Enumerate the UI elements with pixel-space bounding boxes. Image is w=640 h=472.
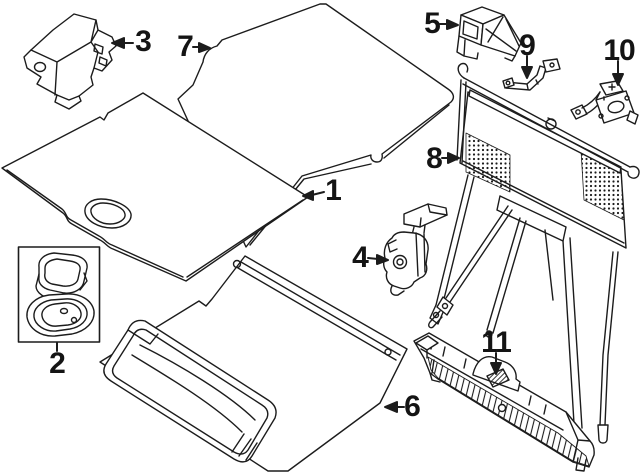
part-8-cargo-partition-drawing — [428, 62, 640, 444]
callout-8-label: 8 — [426, 142, 443, 175]
part-3-corner-bracket-drawing — [23, 13, 117, 110]
part-6-storage-tray-drawing — [99, 255, 408, 472]
callout-arrow-6 — [384, 401, 405, 413]
callout-arrow-1 — [302, 190, 325, 201]
part-9-support-bracket-drawing — [502, 58, 561, 91]
part-4-latch-assembly-drawing — [382, 203, 448, 296]
callout-arrow-3 — [111, 37, 134, 49]
callout-arrow-10 — [612, 60, 624, 86]
callout-arrow-7 — [192, 42, 211, 53]
part-5-striker-cover-drawing — [456, 6, 522, 62]
callout-3-label: 3 — [135, 25, 152, 58]
part-1-cargo-floor-mat-drawing — [1, 92, 309, 282]
callout-arrow-11 — [490, 352, 502, 375]
callout-arrows — [56, 19, 624, 413]
callout-arrow-5 — [439, 19, 459, 30]
callout-11-label: 11 — [481, 326, 512, 359]
callout-arrow-8 — [441, 152, 460, 164]
part-2-handle-bezel-inset-drawing — [17, 246, 101, 343]
callout-4-label: 4 — [352, 241, 369, 274]
callout-arrow-9 — [521, 55, 533, 79]
callout-5-label: 5 — [424, 7, 441, 40]
callout-9-label: 9 — [519, 29, 536, 62]
part-10-side-bracket-drawing — [570, 80, 639, 125]
callout-2-label: 2 — [49, 347, 66, 380]
callout-arrow-4 — [367, 254, 389, 265]
callout-10-label: 10 — [603, 34, 635, 67]
callout-7-label: 7 — [177, 30, 194, 63]
callout-6-label: 6 — [404, 390, 421, 423]
callout-1-label: 1 — [325, 174, 342, 207]
